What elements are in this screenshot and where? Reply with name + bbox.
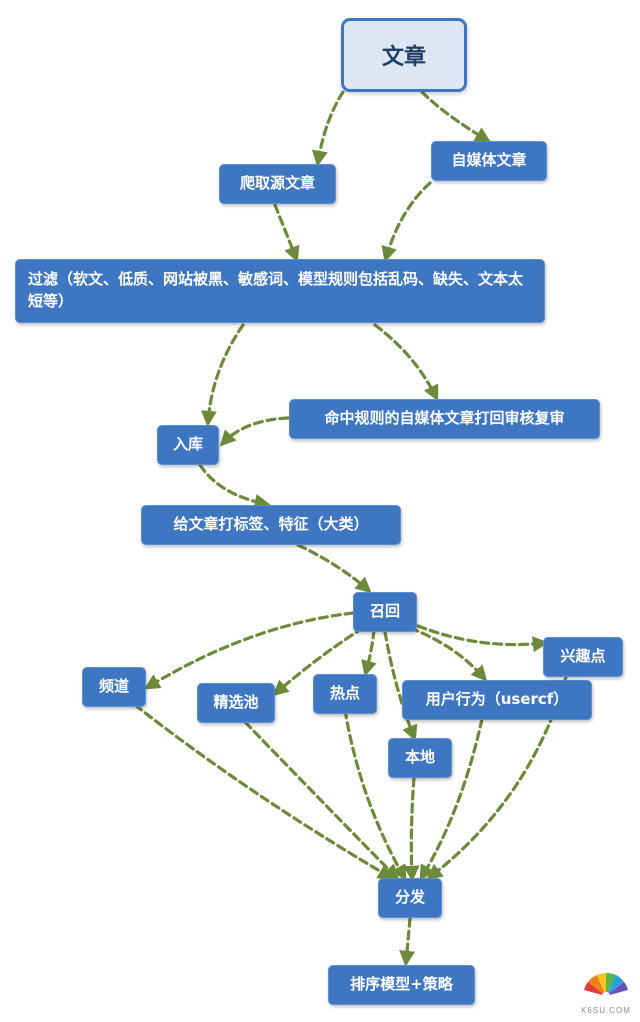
edge-recall-to-interest [416,624,549,653]
node-storage: 入库 [157,425,219,465]
edge-storage-to-tagging [198,463,271,510]
node-interest: 兴趣点 [543,637,623,677]
node-recall: 召回 [353,592,417,632]
node-self-media: 自媒体文章 [431,141,547,181]
node-channel: 频道 [82,667,146,707]
edge-root-to-self-media [420,90,492,143]
node-selected-pool: 精选池 [197,683,275,723]
edge-hot-to-distribute [343,708,407,882]
edge-tagging-to-recall [296,543,372,594]
root-node-article: 文章 [341,18,467,92]
node-local: 本地 [388,738,452,778]
edge-channel-to-distribute [133,703,395,880]
edge-recall-to-hot [361,628,377,677]
node-rule-hit-review: 命中规则的自媒体文章打回审核复审 [289,399,600,439]
edge-recall-to-user-behavior [408,626,488,682]
edge-crawl-to-filter [273,203,300,263]
node-distribute: 分发 [378,878,442,918]
edge-selected-pool-to-distribute [243,720,400,881]
edge-recall-to-selected-pool [272,626,365,697]
edge-recall-to-local [383,630,418,742]
edge-recall-to-channel [143,611,355,690]
node-hot: 热点 [313,674,377,714]
edge-filter-to-storage [200,323,245,427]
edge-filter-to-rule-hit [373,323,439,402]
node-filter: 过滤（软文、低质、网站被黑、敏感词、模型规则包括乱码、缺失、文本太短等） [15,259,545,323]
edge-distribute-to-ranking [399,916,416,967]
edge-user-behavior-to-distribute [419,717,484,882]
edge-rule-hit-to-storage [219,416,290,447]
edge-self-media-to-filter [381,181,432,263]
node-tagging: 给文章打标签、特征（大类） [141,505,401,545]
edge-local-to-distribute [403,776,420,882]
node-ranking: 排序模型+策略 [328,965,475,1005]
node-crawl-source: 爬取源文章 [219,164,336,204]
edge-root-to-crawl [311,90,345,167]
watermark-text: K6SU.COM [581,1006,631,1015]
node-user-behavior: 用户行为（usercf） [402,680,592,720]
watermark-logo-icon [584,972,628,1000]
